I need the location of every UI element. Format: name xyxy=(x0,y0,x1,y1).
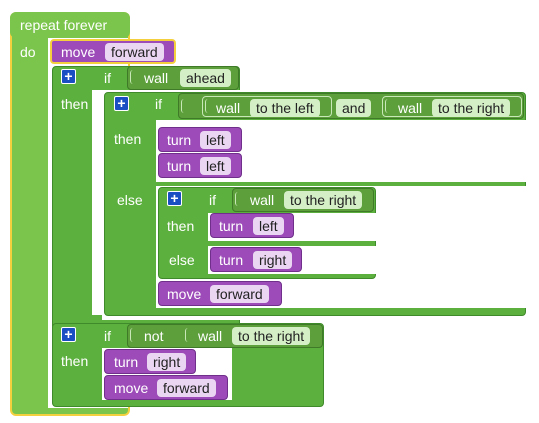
move-direction-dropdown[interactable]: forward xyxy=(210,285,269,303)
if4-then-label: then xyxy=(61,353,89,369)
if3-then-label: then xyxy=(167,218,195,234)
move-direction-dropdown[interactable]: forward xyxy=(157,379,216,397)
turn-label: turn xyxy=(114,354,139,370)
input-notch xyxy=(130,328,138,342)
wall-label: wall xyxy=(144,70,169,86)
turn-label: turn xyxy=(219,252,244,268)
move-label: move xyxy=(114,380,149,396)
input-notch xyxy=(185,328,193,342)
turn-direction-dropdown[interactable]: left xyxy=(200,131,231,149)
input-notch xyxy=(385,99,393,113)
if1-then-slot-left xyxy=(92,90,104,315)
not-label: not xyxy=(144,328,164,344)
plus-mutator-icon[interactable]: + xyxy=(167,191,182,206)
plus-mutator-icon[interactable]: + xyxy=(61,327,76,342)
if2-then-label: then xyxy=(114,131,142,147)
turn-direction-dropdown[interactable]: right xyxy=(253,251,293,269)
move-direction-dropdown[interactable]: forward xyxy=(105,43,164,61)
turn-direction-dropdown[interactable]: left xyxy=(253,217,284,235)
wall-direction-dropdown[interactable]: ahead xyxy=(180,69,231,87)
wall-label: wall xyxy=(250,192,275,208)
move-label: move xyxy=(61,44,96,60)
if2-else-label: else xyxy=(117,192,143,208)
plus-mutator-icon[interactable]: + xyxy=(114,96,129,111)
repeat-header-bar xyxy=(10,12,130,38)
logic-operator-dropdown[interactable]: and xyxy=(336,99,372,117)
if1-then-label: then xyxy=(61,96,89,112)
turn-label: turn xyxy=(167,132,192,148)
turn-direction-dropdown[interactable]: right xyxy=(147,353,187,371)
wall-direction-dropdown[interactable]: to the right xyxy=(432,99,511,117)
if2-keyword: if xyxy=(155,96,162,112)
turn-label: turn xyxy=(167,158,192,174)
turn-direction-dropdown[interactable]: left xyxy=(200,157,231,175)
input-notch xyxy=(130,70,138,84)
wall-label: wall xyxy=(398,100,423,116)
wall-direction-dropdown[interactable]: to the right xyxy=(284,191,363,209)
if1-keyword: if xyxy=(104,70,111,86)
if3-else-label: else xyxy=(169,252,195,268)
wall-direction-dropdown[interactable]: to the left xyxy=(250,99,320,117)
input-notch xyxy=(235,192,243,206)
turn-label: turn xyxy=(219,218,244,234)
input-notch xyxy=(181,99,189,113)
plus-mutator-icon[interactable]: + xyxy=(61,69,76,84)
if3-keyword: if xyxy=(209,192,216,208)
repeat-do-label: do xyxy=(20,44,36,60)
wall-label: wall xyxy=(216,100,241,116)
if4-keyword: if xyxy=(104,328,111,344)
move-label: move xyxy=(167,286,202,302)
repeat-title: repeat forever xyxy=(20,17,108,33)
wall-direction-dropdown[interactable]: to the right xyxy=(232,327,311,345)
input-notch xyxy=(205,99,213,113)
wall-label: wall xyxy=(198,328,223,344)
